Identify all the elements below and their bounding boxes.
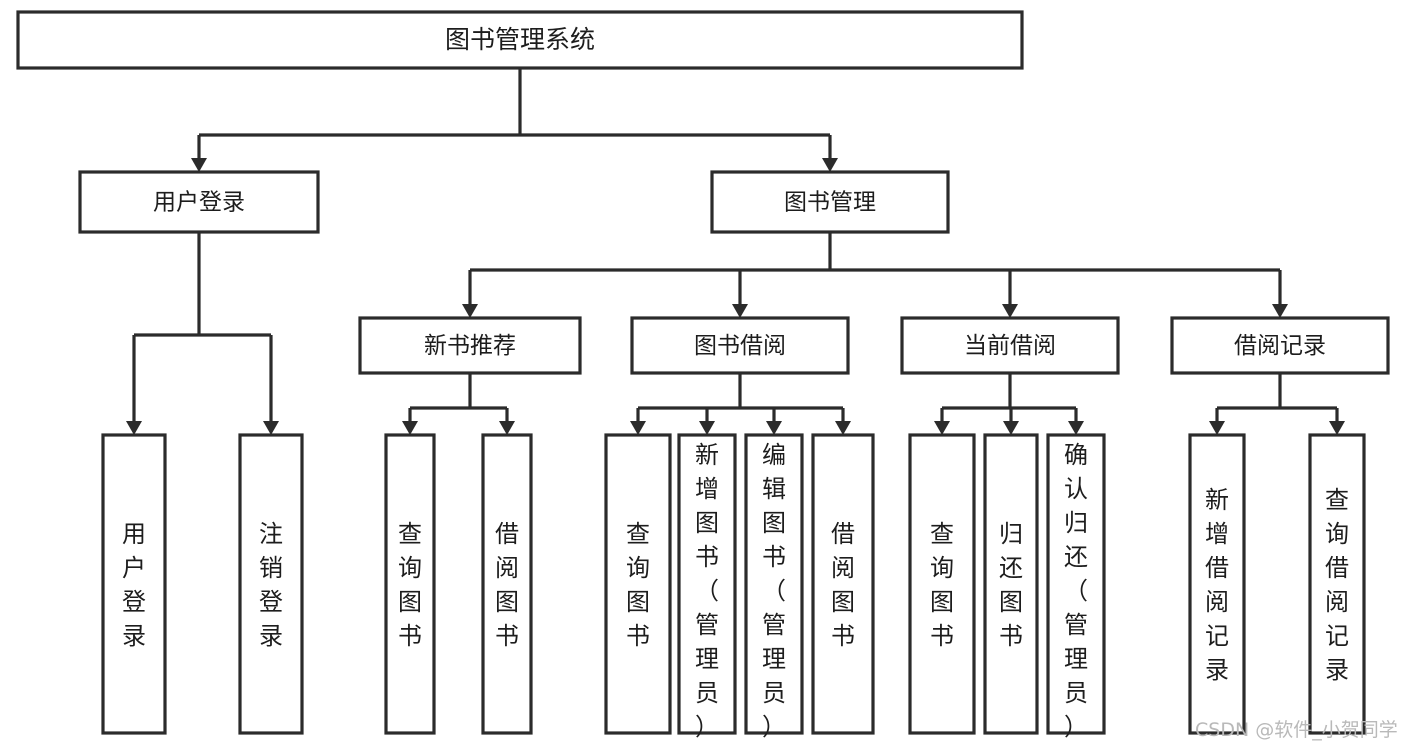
node-records-box[interactable] <box>1170 316 1390 375</box>
current-to-leaf-cu-query-arrowhead <box>934 421 950 435</box>
borrow-to-leaf-bo-query-arrowhead <box>630 421 646 435</box>
borrow-to-leaf-bo-add-arrowhead <box>699 421 715 435</box>
bookmgmt-to-newbook-arrowhead <box>462 304 478 318</box>
node-login-label: 用户登录 <box>153 190 245 216</box>
borrow-to-leaf-bo-borrow-arrowhead <box>835 421 851 435</box>
node-root-label: 图书管理系统 <box>445 25 595 54</box>
node-leaf-rc-query-box[interactable] <box>1308 433 1366 735</box>
node-leaf-user-logout-box[interactable] <box>238 433 304 735</box>
node-bookmgmt-label: 图书管理 <box>784 190 876 216</box>
node-leaf-bo-borrow-box[interactable] <box>811 433 875 735</box>
bookmgmt-to-records-arrowhead <box>1272 304 1288 318</box>
node-leaf-rc-add-box[interactable] <box>1188 433 1246 735</box>
login-to-leaf-user-login-arrowhead <box>126 421 142 435</box>
current-to-leaf-cu-return-arrowhead <box>1003 421 1019 435</box>
node-leaf-bo-borrow-label: 借阅图书 <box>831 520 855 650</box>
node-leaf-nb-query-box[interactable] <box>384 433 436 735</box>
node-root-box[interactable] <box>16 10 1024 70</box>
node-leaf-bo-edit-label: 编辑图书（管理员） <box>762 441 786 741</box>
node-leaf-rc-add-label: 新增借阅记录 <box>1205 486 1229 684</box>
node-current-box[interactable] <box>900 316 1120 375</box>
node-leaf-cu-return-box[interactable] <box>983 433 1039 735</box>
node-leaf-user-login-label: 用户登录 <box>122 520 146 650</box>
node-newbook-box[interactable] <box>358 316 582 375</box>
node-leaf-cu-return-label: 归还图书 <box>999 520 1023 650</box>
node-borrow-label: 图书借阅 <box>694 333 786 359</box>
node-leaf-cu-query-label: 查询图书 <box>930 520 954 650</box>
node-leaf-bo-add-box[interactable] <box>677 433 737 735</box>
node-leaf-nb-borrow-label: 借阅图书 <box>495 520 519 650</box>
newbook-to-leaf-nb-query-arrowhead <box>402 421 418 435</box>
root-to-bookmgmt-arrowhead <box>822 158 838 172</box>
node-current-label: 当前借阅 <box>964 333 1056 359</box>
node-leaf-nb-query-label: 查询图书 <box>398 520 422 650</box>
bookmgmt-to-borrow-arrowhead <box>732 304 748 318</box>
node-leaf-bo-query-label: 查询图书 <box>626 520 650 650</box>
node-leaf-bo-add-label: 新增图书（管理员） <box>695 441 719 741</box>
node-leaf-rc-query-label: 查询借阅记录 <box>1325 486 1349 684</box>
node-records-label: 借阅记录 <box>1234 333 1326 359</box>
node-leaf-user-logout-label: 注销登录 <box>259 520 283 650</box>
borrow-to-leaf-bo-edit-arrowhead <box>766 421 782 435</box>
node-newbook-label: 新书推荐 <box>424 333 516 359</box>
node-leaf-bo-edit-box[interactable] <box>744 433 804 735</box>
root-to-login-arrowhead <box>191 158 207 172</box>
node-leaf-cu-confirm-box[interactable] <box>1046 433 1106 735</box>
newbook-to-leaf-nb-borrow-arrowhead <box>499 421 515 435</box>
bookmgmt-to-current-arrowhead <box>1002 304 1018 318</box>
node-leaf-cu-confirm-label: 确认归还（管理员） <box>1064 441 1088 741</box>
node-leaf-user-login-box[interactable] <box>101 433 167 735</box>
node-leaf-nb-borrow-box[interactable] <box>481 433 533 735</box>
current-to-leaf-cu-confirm-arrowhead <box>1068 421 1084 435</box>
node-borrow-box[interactable] <box>630 316 850 375</box>
watermark: CSDN @软件_小贺同学 <box>1195 719 1398 741</box>
node-leaf-cu-query-box[interactable] <box>908 433 976 735</box>
records-to-leaf-rc-query-arrowhead <box>1329 421 1345 435</box>
records-to-leaf-rc-add-arrowhead <box>1209 421 1225 435</box>
login-to-leaf-user-logout-arrowhead <box>263 421 279 435</box>
node-bookmgmt-box[interactable] <box>710 170 950 234</box>
node-leaf-bo-query-box[interactable] <box>604 433 672 735</box>
